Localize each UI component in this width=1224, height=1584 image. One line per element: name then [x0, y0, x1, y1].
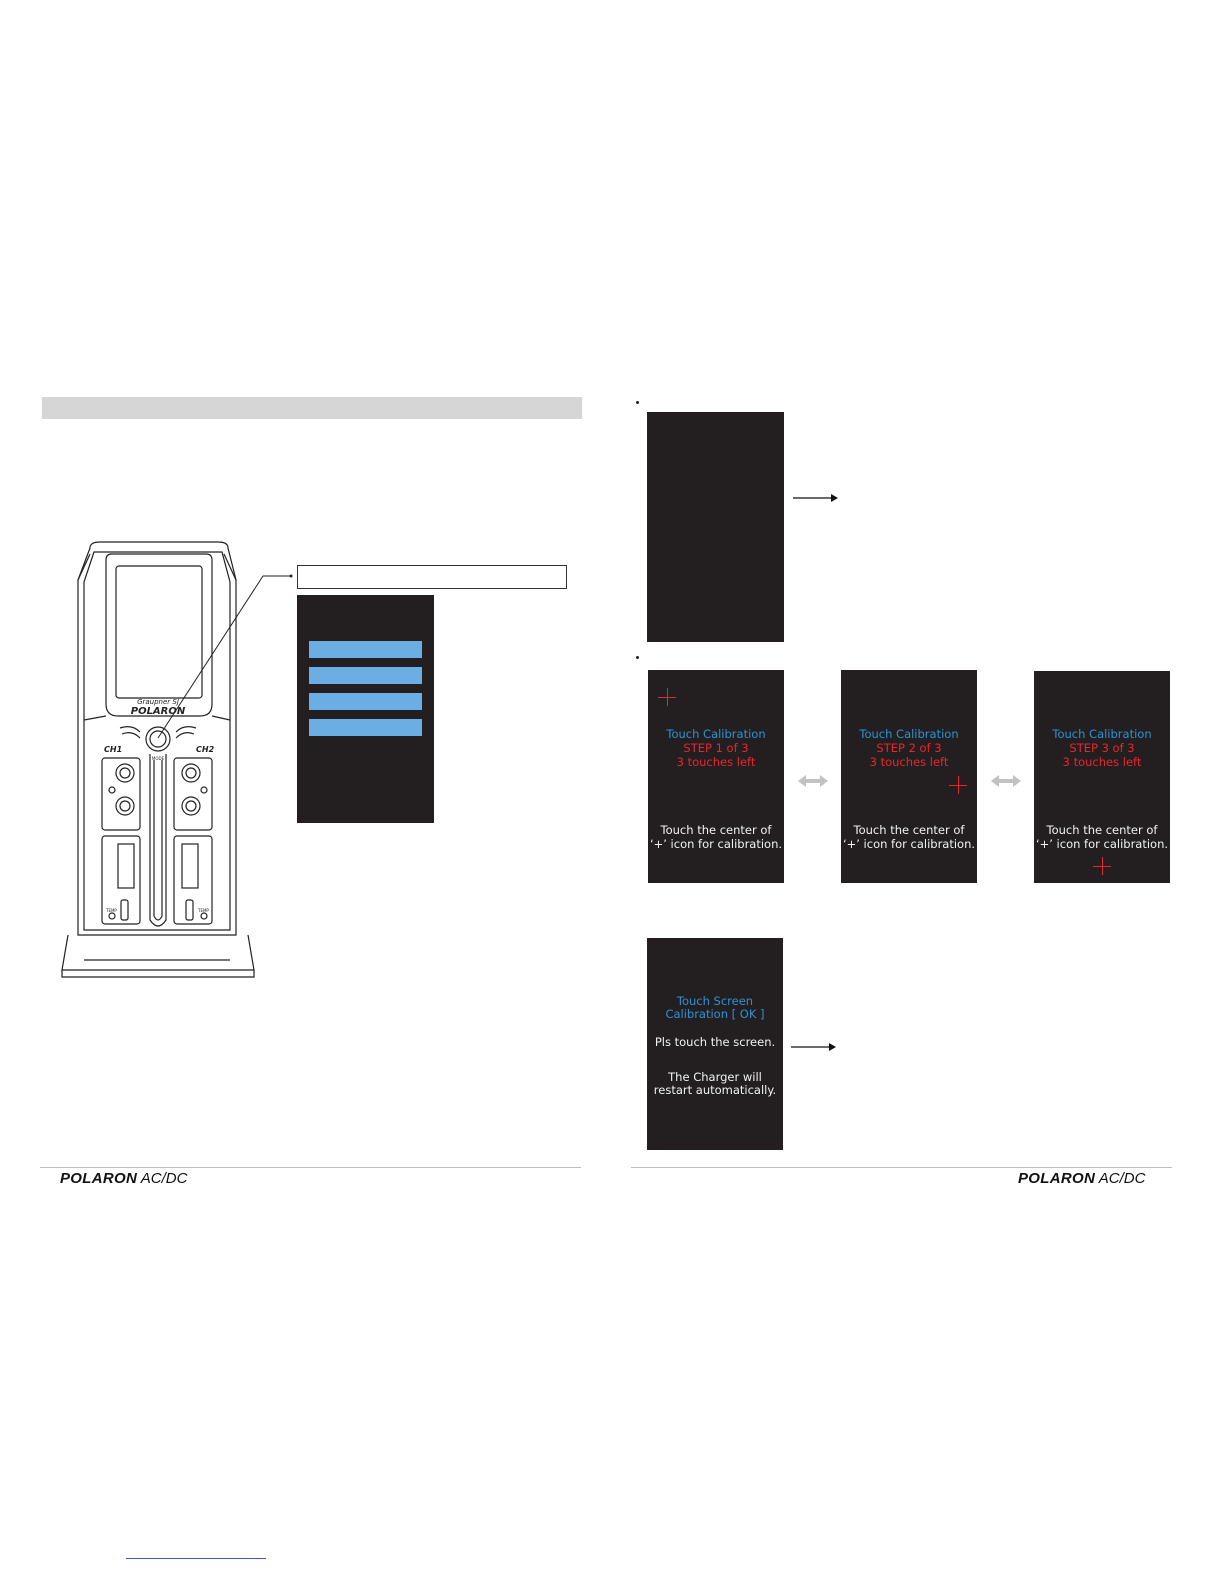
instruction-line-2: ‘+’ icon for calibration.: [1035, 837, 1169, 851]
calibration-crosshair-icon[interactable]: [1093, 857, 1111, 875]
calibration-step-text: STEP 1 of 3: [683, 741, 749, 755]
arrow-right-icon: [793, 494, 838, 502]
ok-title-line-1: Touch Screen: [676, 994, 754, 1008]
hyperlink-underline[interactable]: [126, 1558, 266, 1559]
brand-suffix: AC/DC: [1098, 1170, 1146, 1187]
calibration-crosshair-icon[interactable]: [658, 688, 676, 706]
instruction-line-1: Touch the center of: [853, 823, 965, 837]
calibration-step-1-screen[interactable]: Touch Calibration STEP 1 of 3 3 touches …: [648, 670, 784, 883]
temp-label-right: TEMP: [197, 908, 209, 913]
double-arrow-icon: [798, 775, 828, 787]
settings-menu-screen: [297, 595, 434, 823]
calibration-step-text: STEP 2 of 3: [876, 741, 942, 755]
charger-illustration: Graupner SJ POLARON CH1 CH2 MODE TEMP TE…: [61, 541, 255, 978]
calibration-ok-screen[interactable]: Touch Screen Calibration [ OK ] Pls touc…: [647, 938, 783, 1150]
calibration-title: Touch Calibration: [1052, 727, 1152, 741]
menu-option-4-button[interactable]: [309, 719, 422, 736]
instruction-line-1: Touch the center of: [660, 823, 772, 837]
calibration-title: Touch Calibration: [859, 727, 959, 741]
calibration-title: Touch Calibration: [666, 727, 766, 741]
restart-note-line-1: The Charger will: [668, 1070, 762, 1084]
brand-suffix: AC/DC: [140, 1170, 188, 1187]
restart-note-line-2: restart automatically.: [653, 1083, 777, 1097]
brand-name: POLARON: [60, 1170, 138, 1187]
bullet-point-1: [636, 401, 639, 404]
footer-brand-left: POLARON AC/DC: [60, 1170, 187, 1187]
bullet-point-2: [636, 656, 639, 659]
touches-left-text: 3 touches left: [1062, 755, 1142, 769]
calibration-step-3-screen[interactable]: Touch Calibration STEP 3 of 3 3 touches …: [1034, 671, 1170, 883]
calibration-crosshair-icon[interactable]: [949, 776, 967, 794]
touch-prompt: Pls touch the screen.: [654, 1035, 776, 1049]
temp-label-left: TEMP: [105, 908, 117, 913]
blank-screen: [647, 412, 784, 642]
footer-divider-right: [631, 1167, 1172, 1168]
double-arrow-icon: [991, 775, 1021, 787]
arrow-right-icon: [791, 1043, 836, 1051]
footer-divider-left: [40, 1167, 581, 1168]
menu-option-1-button[interactable]: [309, 641, 422, 658]
menu-option-3-button[interactable]: [309, 693, 422, 710]
ch2-label: CH2: [196, 745, 215, 754]
instruction-line-1: Touch the center of: [1046, 823, 1158, 837]
ok-title-line-2: Calibration [ OK ]: [665, 1007, 765, 1021]
callout-label-box: [297, 565, 567, 589]
calibration-step-text: STEP 3 of 3: [1069, 741, 1135, 755]
calibration-step-2-screen[interactable]: Touch Calibration STEP 2 of 3 3 touches …: [841, 670, 977, 883]
touches-left-text: 3 touches left: [869, 755, 949, 769]
device-logo-text: POLARON: [131, 706, 186, 717]
ch1-label: CH1: [104, 745, 122, 754]
touches-left-text: 3 touches left: [676, 755, 756, 769]
brand-name: POLARON: [1018, 1170, 1096, 1187]
footer-brand-right: POLARON AC/DC: [1018, 1170, 1145, 1187]
instruction-line-2: ‘+’ icon for calibration.: [649, 837, 783, 851]
device-model-text: Graupner SJ: [137, 698, 179, 706]
instruction-line-2: ‘+’ icon for calibration.: [842, 837, 976, 851]
menu-option-2-button[interactable]: [309, 667, 422, 684]
mode-label: MODE: [152, 756, 165, 761]
section-header-bar: [42, 397, 582, 419]
